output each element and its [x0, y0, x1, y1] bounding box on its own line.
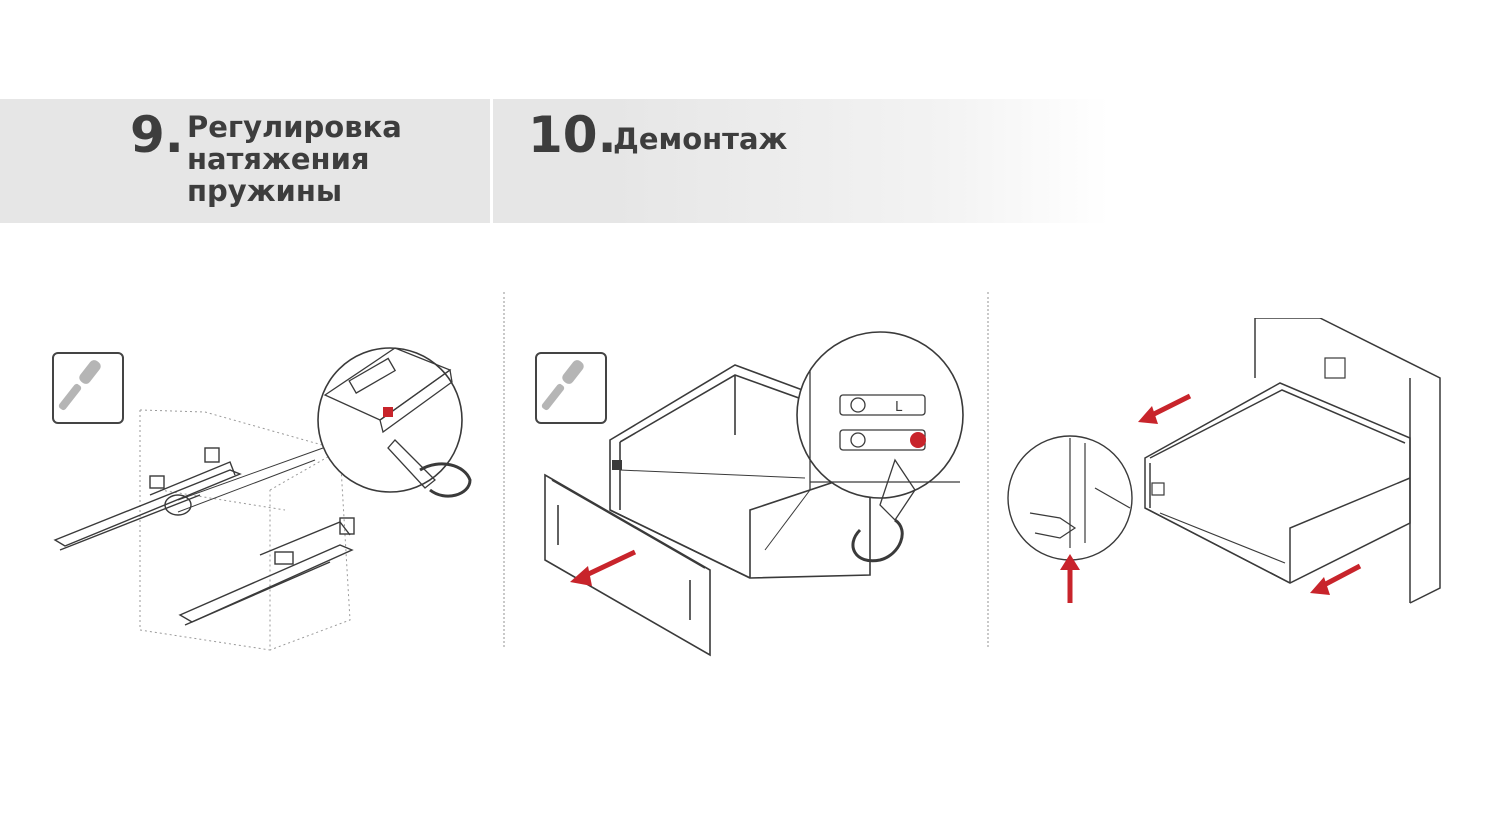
panel-divider-1 — [503, 292, 505, 647]
screwdriver-icon — [52, 352, 124, 424]
panel-divider-2 — [987, 292, 989, 647]
step-9-title: Регулировка натяжения пружины — [187, 110, 402, 208]
step-9-number: 9. — [130, 106, 184, 164]
header-separator — [490, 99, 493, 223]
front-removal-illustration: L — [544, 331, 964, 657]
drawer-removal-illustration — [1007, 318, 1441, 604]
step-10-number: 10. — [528, 106, 617, 164]
step-10-title: Демонтаж — [613, 122, 788, 156]
side-marker-label: L — [895, 400, 903, 415]
spring-adjustment-illustration — [53, 347, 472, 651]
header-band — [0, 99, 1110, 223]
screwdriver-icon — [535, 352, 607, 424]
